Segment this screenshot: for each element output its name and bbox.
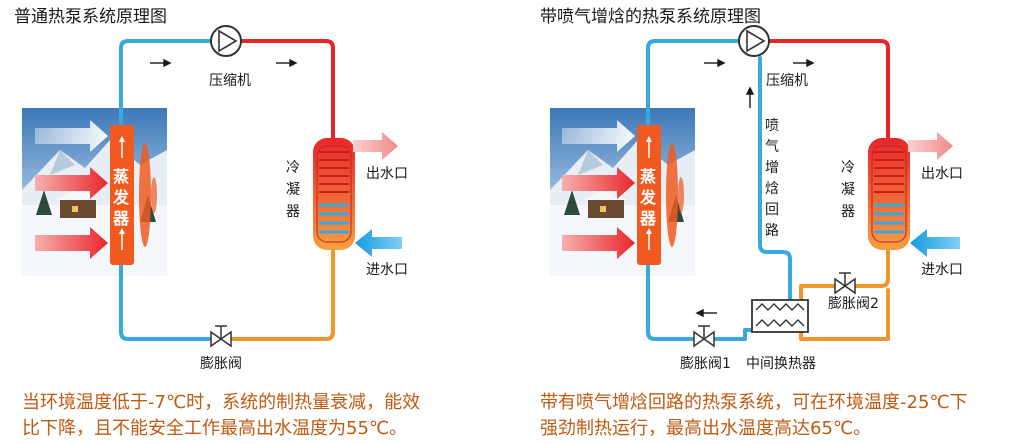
condenser-label-1: 冷 bbox=[286, 160, 300, 176]
heat-exchanger-label: 中间换热器 bbox=[746, 355, 816, 372]
injection-label-4: 焓 bbox=[765, 181, 779, 197]
water-in-arrow-right bbox=[910, 229, 960, 257]
condenser bbox=[313, 138, 355, 250]
heat-exchanger-icon bbox=[751, 299, 809, 333]
left-title: 普通热泵系统原理图 bbox=[14, 7, 167, 27]
water-out-arrow bbox=[353, 132, 398, 160]
left-flow-arrows bbox=[150, 58, 298, 68]
right-air-arrows bbox=[562, 120, 635, 259]
water-out-label-right: 出水口 bbox=[921, 166, 963, 182]
expansion-valve-1-icon bbox=[693, 325, 715, 348]
evaporator-right bbox=[637, 125, 684, 265]
evaporator-label-right-3: 器 bbox=[639, 209, 657, 228]
expansion-valve-2-icon bbox=[834, 272, 856, 295]
water-in-arrow bbox=[355, 229, 402, 257]
injection-label-2: 气 bbox=[765, 139, 779, 155]
injection-label-6: 路 bbox=[765, 223, 779, 239]
left-air-arrows bbox=[35, 120, 108, 259]
water-out-arrow-right bbox=[908, 132, 953, 160]
condenser-right bbox=[868, 138, 910, 250]
left-caption-line-2: 比下降，且不能安全工作最高出水温度为55℃。 bbox=[22, 418, 407, 439]
injection-label-1: 喷 bbox=[765, 118, 779, 134]
valve-label: 膨胀阀 bbox=[200, 355, 242, 372]
evaporator-label-2: 发 bbox=[112, 188, 130, 207]
right-title: 带喷气增焓的热泵系统原理图 bbox=[540, 7, 761, 27]
right-panel: 带喷气增焓的热泵系统原理图 bbox=[540, 7, 968, 439]
compressor-icon-right bbox=[738, 25, 770, 57]
left-caption-line-1: 当环境温度低于-7℃时，系统的制热量衰减，能效 bbox=[22, 392, 420, 413]
condenser-label-right-1: 冷 bbox=[841, 160, 855, 176]
condenser-label-right-2: 凝 bbox=[841, 182, 855, 198]
evaporator-label-right-2: 发 bbox=[639, 188, 657, 207]
water-out-label: 出水口 bbox=[366, 166, 408, 182]
right-caption-line-1: 带有喷气增焓回路的热泵系统，可在环境温度-25℃下 bbox=[540, 392, 968, 413]
right-caption-line-2: 强劲制热运行，最高出水温度高达65℃。 bbox=[540, 418, 871, 439]
evaporator-label-right-1: 蒸 bbox=[640, 167, 656, 186]
valve-1-label: 膨胀阀1 bbox=[680, 355, 731, 372]
evaporator-label-3: 器 bbox=[112, 209, 130, 228]
compressor-label-right: 压缩机 bbox=[766, 73, 808, 89]
right-pipes bbox=[646, 39, 890, 341]
condenser-label-right-3: 器 bbox=[841, 204, 855, 220]
right-flow-arrows bbox=[695, 58, 815, 318]
injection-label-5: 回 bbox=[765, 202, 779, 218]
water-in-label-right: 进水口 bbox=[921, 262, 963, 278]
evaporator-label-1: 蒸 bbox=[113, 167, 129, 186]
condenser-label-3: 器 bbox=[286, 204, 300, 220]
condenser-label-2: 凝 bbox=[286, 182, 300, 198]
left-panel: 普通热泵系统原理图 压缩机 bbox=[14, 7, 420, 439]
compressor-label: 压缩机 bbox=[209, 73, 251, 89]
injection-label-3: 增 bbox=[765, 160, 779, 176]
water-in-label: 进水口 bbox=[366, 262, 408, 278]
compressor-icon bbox=[210, 25, 242, 57]
left-pipes bbox=[119, 39, 335, 341]
valve-2-label: 膨胀阀2 bbox=[828, 295, 879, 312]
expansion-valve-icon bbox=[210, 325, 232, 348]
evaporator bbox=[110, 125, 157, 265]
